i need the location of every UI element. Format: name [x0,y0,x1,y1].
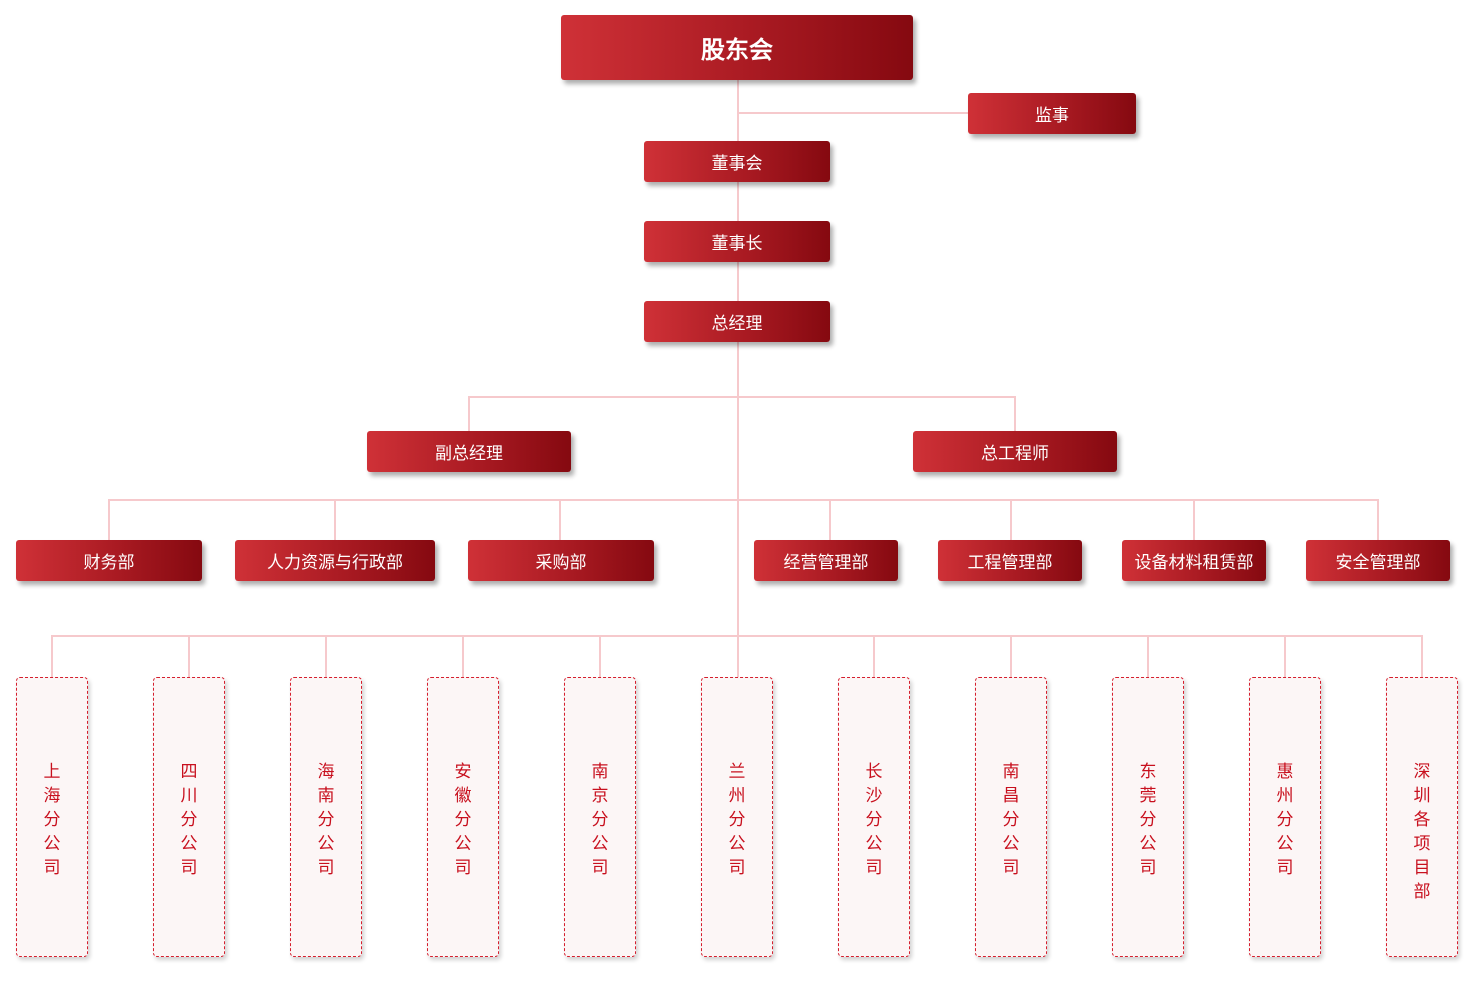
branch-nanjing: 南京分公司 [564,677,636,957]
dept-engineering: 工程管理部 [938,540,1082,581]
connector-dept-4 [829,499,831,541]
branch-label: 南昌分公司 [1002,762,1020,878]
branch-dongguan: 东莞分公司 [1112,677,1184,957]
connector-branches-bar [51,635,1423,637]
connector-departments-bar [108,499,1379,501]
connector-dept-5 [1010,499,1012,541]
connector-dept-2 [334,499,336,541]
connector-branch-10 [1284,635,1286,678]
connector-branch-3 [325,635,327,678]
branch-hainan: 海南分公司 [290,677,362,957]
branch-label: 东莞分公司 [1139,762,1157,878]
connector-spine [737,80,739,677]
branch-label: 深圳各项目部 [1413,762,1431,902]
node-general-manager: 总经理 [644,301,830,342]
branch-lanzhou: 兰州分公司 [701,677,773,957]
branch-nanchang: 南昌分公司 [975,677,1047,957]
connector-deputy-left [468,396,470,432]
connector-dept-6 [1193,499,1195,541]
dept-hr-admin: 人力资源与行政部 [235,540,435,581]
branch-shanghai: 上海分公司 [16,677,88,957]
connector-dept-3 [559,499,561,541]
connector-branch-11 [1421,635,1423,678]
branch-changsha: 长沙分公司 [838,677,910,957]
node-chairman: 董事长 [644,221,830,262]
node-chief-engineer: 总工程师 [913,431,1117,472]
branch-label: 上海分公司 [43,762,61,878]
node-shareholders: 股东会 [561,15,913,80]
connector-supervisor [738,112,969,114]
dept-procurement: 采购部 [468,540,654,581]
node-deputy-general-manager: 副总经理 [367,431,571,472]
connector-branch-7 [873,635,875,678]
connector-dept-7 [1377,499,1379,541]
dept-operations: 经营管理部 [754,540,898,581]
dept-finance: 财务部 [16,540,202,581]
branch-sichuan: 四川分公司 [153,677,225,957]
branch-huizhou: 惠州分公司 [1249,677,1321,957]
connector-deputies-bar [468,396,1016,398]
connector-branch-4 [462,635,464,678]
connector-deputy-right [1014,396,1016,432]
connector-branch-8 [1010,635,1012,678]
connector-dept-1 [108,499,110,541]
branch-label: 惠州分公司 [1276,762,1294,878]
dept-equipment-leasing: 设备材料租赁部 [1122,540,1266,581]
branch-shenzhen-projects: 深圳各项目部 [1386,677,1458,957]
connector-branch-5 [599,635,601,678]
dept-safety: 安全管理部 [1306,540,1450,581]
branch-anhui: 安徽分公司 [427,677,499,957]
branch-label: 兰州分公司 [728,762,746,878]
connector-branch-9 [1147,635,1149,678]
branch-label: 海南分公司 [317,762,335,878]
node-board: 董事会 [644,141,830,182]
connector-branch-1 [51,635,53,678]
branch-label: 南京分公司 [591,762,609,878]
branch-label: 安徽分公司 [454,762,472,878]
branch-label: 四川分公司 [180,762,198,878]
node-supervisor: 监事 [968,93,1136,134]
branch-label: 长沙分公司 [865,762,883,878]
connector-branch-2 [188,635,190,678]
